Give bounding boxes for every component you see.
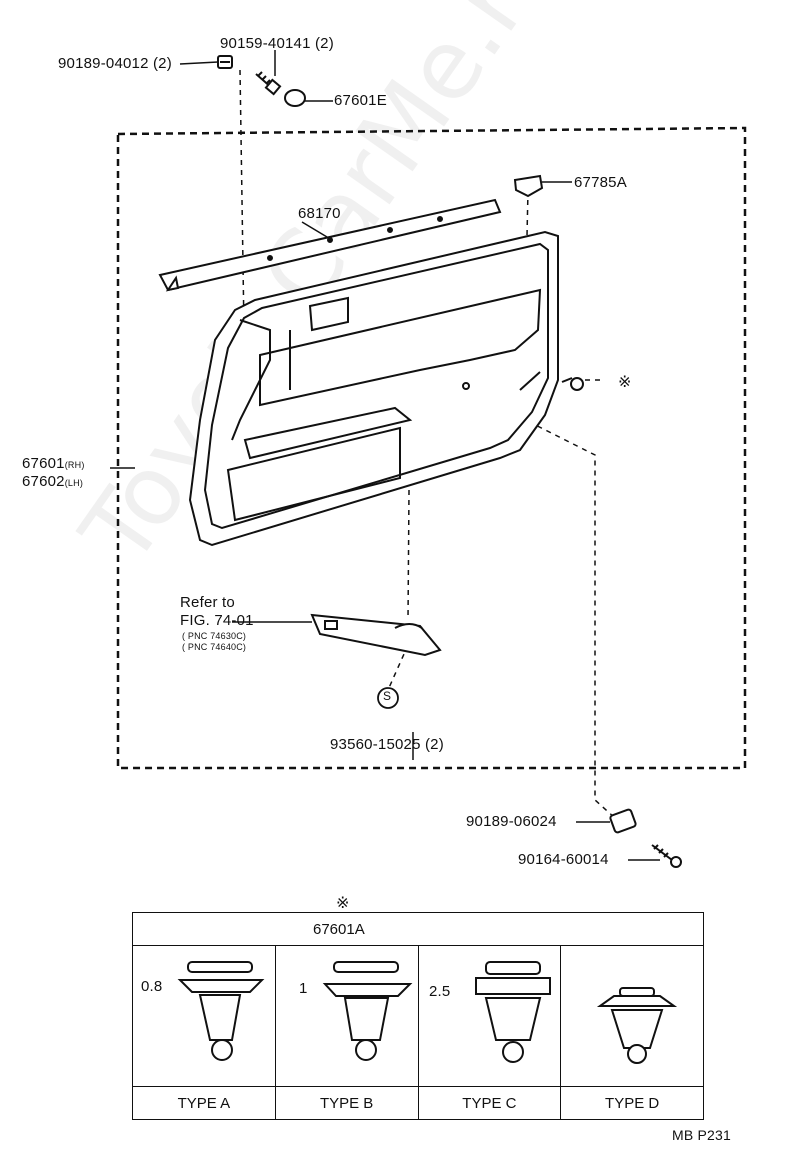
- label-cap: 67601E: [334, 92, 387, 109]
- clip-type-b-label: TYPE B: [274, 1086, 419, 1120]
- label-panel-lh: 67602(LH): [22, 473, 83, 490]
- reference-line-1: Refer to: [180, 594, 235, 611]
- label-bracket: 67785A: [574, 174, 627, 191]
- label-bolt-bottom: 90164-60014: [518, 851, 609, 868]
- label-nut-bottom: 90189-06024: [466, 813, 557, 830]
- pull-handle-drawing: [310, 613, 442, 657]
- label-panel-rh: 67601(RH): [22, 455, 85, 472]
- label-screw: 93560-15025 (2): [330, 736, 444, 753]
- cap-drawing: [284, 89, 306, 107]
- label-bolt-top: 90159-40141 (2): [220, 35, 334, 52]
- reference-line-2: FIG. 74-01: [180, 612, 254, 629]
- reference-pnc-1: ( PNC 74630C): [182, 631, 247, 641]
- weatherstrip-drawing: [158, 198, 502, 292]
- panel-rh-suffix: (RH): [64, 460, 85, 470]
- page-code: MB P231: [672, 1127, 731, 1143]
- clip-type-c-cell: [417, 945, 562, 1087]
- clip-drawing: [561, 377, 584, 391]
- assembly-boundary: [116, 126, 747, 770]
- bolt-bottom-drawing: [651, 844, 682, 868]
- leader-lines-top: [110, 50, 660, 861]
- clip-type-b-cell: [274, 945, 419, 1087]
- reference-pnc-2: ( PNC 74640C): [182, 642, 247, 652]
- clip-type-d-label: TYPE D: [560, 1086, 704, 1120]
- panel-lh-number: 67602: [22, 473, 65, 490]
- clip-table-header: 67601A: [132, 912, 704, 946]
- nut-top-drawing: [217, 55, 233, 69]
- clip-type-b-dimension: 1: [299, 980, 308, 997]
- clip-type-c-dimension: 2.5: [429, 983, 451, 1000]
- label-weatherstrip: 68170: [298, 205, 341, 222]
- note-mark-clip: ※: [618, 374, 632, 391]
- clip-type-a-dimension: 0.8: [141, 978, 163, 995]
- clip-type-a-cell: [132, 945, 276, 1087]
- clip-type-table: 67601A TYPE A TYPE B TYPE C TYPE D: [132, 912, 704, 1120]
- clip-type-d-cell: [560, 945, 704, 1087]
- bolt-top-drawing: [255, 71, 282, 96]
- bracket-drawing: [513, 174, 544, 198]
- door-trim-panel-drawing: [188, 230, 559, 547]
- screw-symbol-label: S: [383, 689, 392, 703]
- note-mark-table: ※: [336, 895, 350, 912]
- panel-rh-number: 67601: [22, 455, 65, 472]
- clip-type-c-label: TYPE C: [417, 1086, 562, 1120]
- panel-lh-suffix: (LH): [64, 478, 84, 488]
- label-nut-top: 90189-04012 (2): [58, 55, 172, 72]
- nut-bottom-drawing: [609, 808, 637, 834]
- screw-symbol-drawing: [377, 687, 399, 709]
- clip-type-a-label: TYPE A: [132, 1086, 276, 1120]
